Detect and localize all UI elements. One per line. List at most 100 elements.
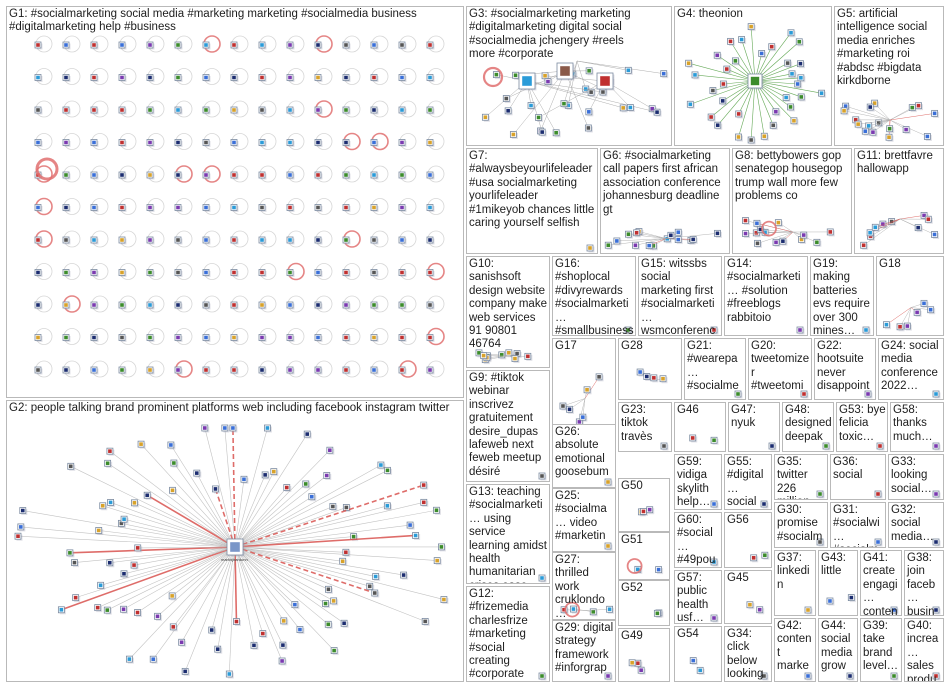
node[interactable] (71, 559, 79, 568)
node[interactable] (903, 322, 912, 331)
node[interactable] (259, 630, 268, 639)
hub-node[interactable] (596, 72, 615, 91)
node[interactable] (398, 106, 407, 115)
node[interactable] (795, 38, 804, 47)
node[interactable] (860, 241, 869, 250)
node[interactable] (626, 104, 635, 113)
node[interactable] (258, 41, 267, 50)
node[interactable] (330, 647, 339, 656)
node[interactable] (202, 74, 211, 83)
node[interactable] (586, 244, 595, 253)
node[interactable] (230, 171, 239, 180)
node[interactable] (426, 301, 435, 310)
node[interactable] (342, 204, 351, 213)
node[interactable] (761, 228, 770, 237)
node[interactable] (871, 99, 880, 108)
node[interactable] (34, 171, 43, 180)
node[interactable] (308, 493, 317, 502)
node[interactable] (120, 605, 129, 614)
node[interactable] (861, 127, 870, 136)
node[interactable] (599, 88, 608, 97)
node[interactable] (398, 236, 407, 245)
node[interactable] (599, 85, 608, 94)
node[interactable] (67, 462, 76, 471)
node[interactable] (560, 100, 569, 109)
node[interactable] (714, 121, 723, 130)
node[interactable] (687, 236, 696, 245)
node[interactable] (90, 139, 99, 148)
node[interactable] (689, 657, 698, 666)
node[interactable] (398, 171, 407, 180)
node[interactable] (875, 119, 884, 128)
node[interactable] (286, 106, 295, 115)
node[interactable] (544, 78, 553, 87)
node[interactable] (426, 139, 435, 148)
node[interactable] (62, 301, 71, 310)
node[interactable] (314, 301, 323, 310)
node[interactable] (330, 597, 339, 606)
node[interactable] (107, 499, 116, 507)
node[interactable] (370, 171, 379, 180)
node[interactable] (913, 308, 922, 317)
node[interactable] (383, 502, 392, 511)
node[interactable] (840, 107, 849, 116)
node[interactable] (750, 554, 759, 563)
node[interactable] (370, 204, 379, 213)
node[interactable] (826, 597, 835, 606)
node[interactable] (787, 103, 796, 112)
node[interactable] (747, 23, 756, 32)
node[interactable] (342, 366, 351, 375)
node[interactable] (865, 122, 874, 131)
node[interactable] (286, 366, 295, 375)
node[interactable] (202, 269, 211, 278)
node[interactable] (674, 228, 683, 237)
node[interactable] (314, 74, 323, 83)
node[interactable] (797, 74, 806, 83)
node[interactable] (181, 667, 190, 676)
node[interactable] (118, 106, 127, 115)
node[interactable] (632, 241, 640, 250)
node[interactable] (146, 171, 155, 180)
node[interactable] (118, 366, 127, 375)
node[interactable] (756, 226, 765, 234)
node[interactable] (869, 128, 878, 137)
node[interactable] (370, 366, 379, 375)
node[interactable] (202, 41, 211, 50)
node[interactable] (696, 666, 705, 675)
node[interactable] (154, 612, 163, 621)
node[interactable] (212, 485, 220, 494)
node[interactable] (174, 204, 183, 213)
node[interactable] (931, 231, 940, 239)
node[interactable] (279, 641, 288, 650)
node[interactable] (636, 368, 645, 377)
node[interactable] (619, 104, 628, 113)
node[interactable] (342, 548, 351, 557)
node[interactable] (66, 549, 75, 558)
node[interactable] (420, 481, 429, 490)
node[interactable] (261, 471, 270, 480)
node[interactable] (426, 171, 435, 180)
node[interactable] (146, 236, 155, 245)
node[interactable] (480, 352, 489, 361)
node[interactable] (230, 106, 239, 115)
node[interactable] (296, 626, 305, 635)
node[interactable] (214, 645, 223, 654)
node[interactable] (314, 236, 323, 245)
node[interactable] (117, 519, 126, 528)
node[interactable] (440, 596, 449, 605)
node[interactable] (648, 105, 657, 114)
node[interactable] (118, 301, 127, 310)
node[interactable] (398, 204, 407, 213)
hub-node[interactable] (226, 538, 245, 557)
node[interactable] (106, 559, 115, 568)
hub-node[interactable] (518, 72, 537, 91)
node[interactable] (169, 486, 178, 495)
node[interactable] (723, 65, 732, 74)
node[interactable] (146, 366, 155, 375)
node[interactable] (62, 236, 71, 245)
node[interactable] (871, 223, 880, 232)
node[interactable] (552, 129, 561, 138)
node[interactable] (769, 121, 778, 130)
node[interactable] (727, 37, 736, 46)
node[interactable] (103, 606, 112, 615)
